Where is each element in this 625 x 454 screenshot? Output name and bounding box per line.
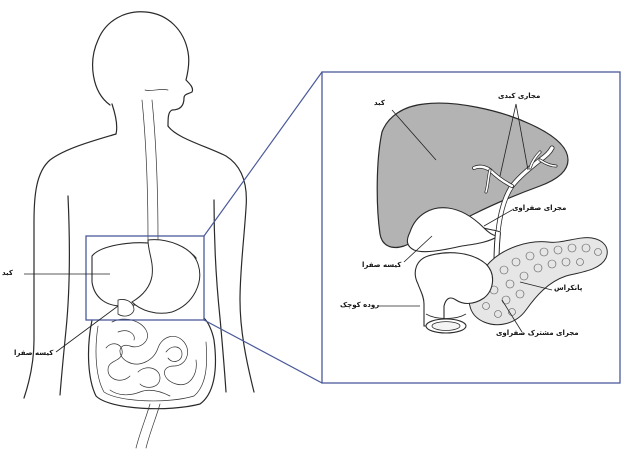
esophagus (142, 89, 168, 240)
label-pancreas: پانکراس (554, 285, 582, 292)
label-gallbladder-body: کیسه صفرا (14, 350, 53, 357)
label-liver-body: کبد (2, 270, 13, 277)
intestines (89, 318, 216, 448)
label-small-intestine: روده کوچک (340, 302, 379, 309)
label-liver-inset: کبد (374, 100, 385, 107)
neck-outline (112, 104, 117, 134)
left-arm-inner (60, 196, 69, 395)
label-gallbladder-inset: کیسه صفرا (362, 262, 401, 269)
label-bile-duct: مجرای صفراوی (512, 205, 566, 212)
label-hepatic-ducts: مجاری کبدی (498, 93, 540, 100)
body-silhouette (24, 12, 254, 398)
label-common-bile-duct: مجرای مشترک صفراوی (496, 330, 579, 337)
zoom-line-bottom (204, 320, 322, 383)
